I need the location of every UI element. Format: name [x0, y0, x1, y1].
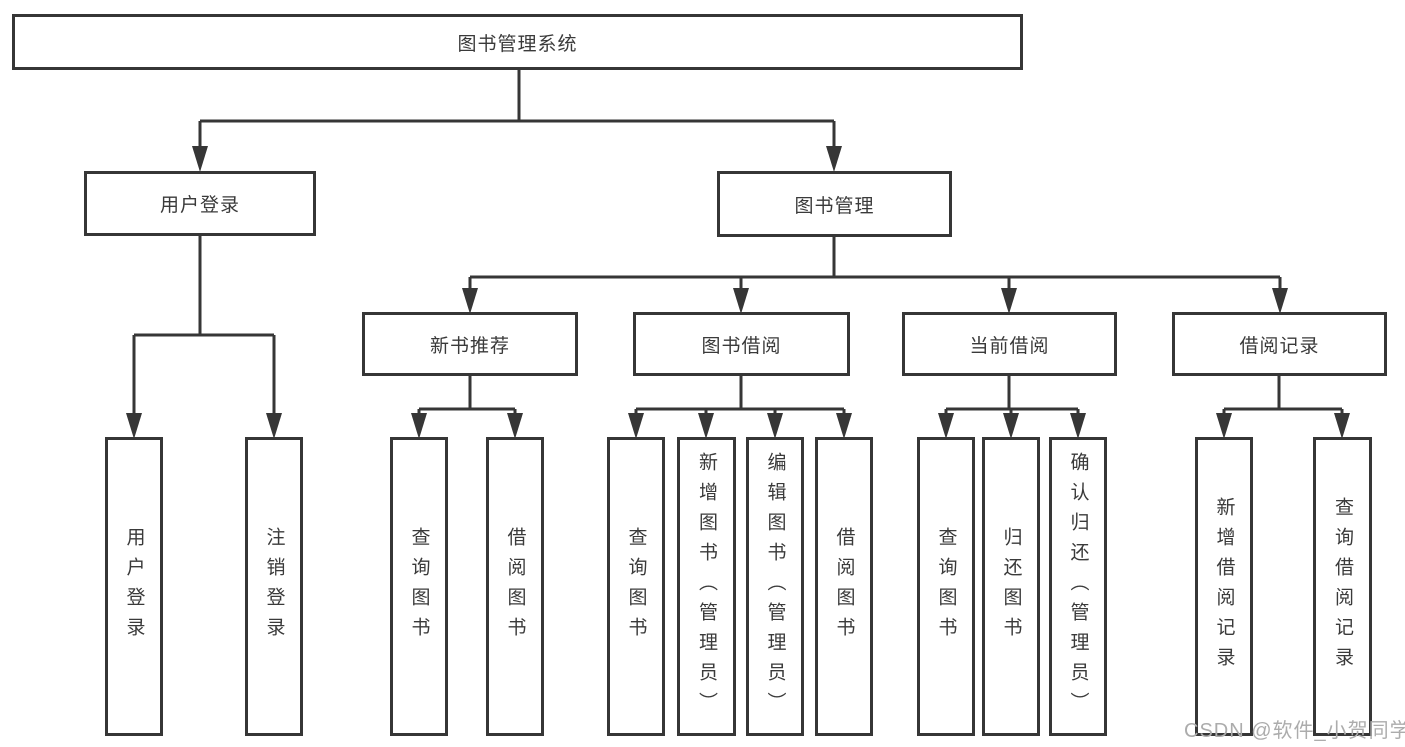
- arrow-down-icon: [733, 288, 749, 314]
- leaf-query-books-recommend: 查询图书: [390, 437, 448, 736]
- node-book-management-module: 图书管理: [717, 171, 952, 237]
- csdn-watermark: CSDN @软件_小贺同学: [1184, 720, 1405, 742]
- arrow-down-icon: [1070, 413, 1086, 439]
- arrow-down-icon: [266, 413, 282, 439]
- arrow-down-icon: [411, 413, 427, 439]
- node-current-borrow: 当前借阅: [902, 312, 1117, 376]
- leaf-logout: 注销登录: [245, 437, 303, 736]
- arrow-down-icon: [1001, 288, 1017, 314]
- arrowheads: [126, 146, 1350, 439]
- arrow-down-icon: [938, 413, 954, 439]
- arrow-down-icon: [767, 413, 783, 439]
- node-new-book-recommend: 新书推荐: [362, 312, 578, 376]
- arrow-down-icon: [1334, 413, 1350, 439]
- arrow-down-icon: [192, 146, 208, 172]
- node-borrow-records: 借阅记录: [1172, 312, 1387, 376]
- arrow-down-icon: [826, 146, 842, 172]
- node-root-system: 图书管理系统: [12, 14, 1023, 70]
- leaf-query-books-borrow: 查询图书: [607, 437, 665, 736]
- arrow-down-icon: [698, 413, 714, 439]
- leaf-user-login: 用户登录: [105, 437, 163, 736]
- arrow-down-icon: [628, 413, 644, 439]
- leaf-borrow-books: 借阅图书: [815, 437, 873, 736]
- leaf-return-books: 归还图书: [982, 437, 1040, 736]
- arrow-down-icon: [836, 413, 852, 439]
- node-user-login-module: 用户登录: [84, 171, 316, 236]
- node-book-borrow: 图书借阅: [633, 312, 850, 376]
- arrow-down-icon: [462, 288, 478, 314]
- arrow-down-icon: [1003, 413, 1019, 439]
- arrow-down-icon: [1272, 288, 1288, 314]
- leaf-query-books-current: 查询图书: [917, 437, 975, 736]
- leaf-borrow-books-recommend: 借阅图书: [486, 437, 544, 736]
- leaf-edit-books-admin: 编辑图书（管理员）: [746, 437, 804, 736]
- leaf-confirm-return-admin: 确认归还（管理员）: [1049, 437, 1107, 736]
- arrow-down-icon: [126, 413, 142, 439]
- leaf-add-borrow-record: 新增借阅记录: [1195, 437, 1253, 736]
- leaf-query-borrow-record: 查询借阅记录: [1313, 437, 1372, 736]
- arrow-down-icon: [1216, 413, 1232, 439]
- leaf-add-books-admin: 新增图书（管理员）: [677, 437, 736, 736]
- arrow-down-icon: [507, 413, 523, 439]
